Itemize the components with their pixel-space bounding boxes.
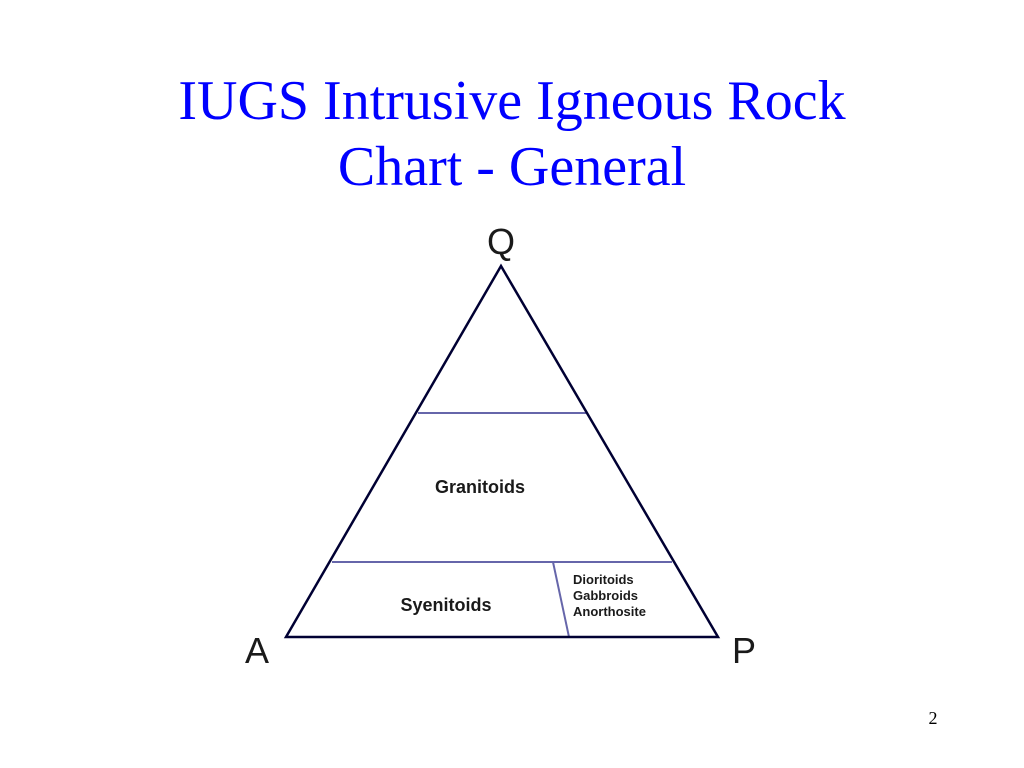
field-label-gabbroids: Gabbroids xyxy=(573,588,638,603)
title-line-1: IUGS Intrusive Igneous Rock xyxy=(178,70,846,132)
vertex-label-p: P xyxy=(732,630,756,671)
syenitoid-dioritoid-boundary xyxy=(552,561,570,638)
field-label-granitoids: Granitoids xyxy=(435,477,525,497)
title-line-2: Chart - General xyxy=(337,136,687,198)
triangle-outline xyxy=(283,263,721,639)
vertex-label-q: Q xyxy=(487,221,515,262)
slide-title: IUGS Intrusive Igneous Rock Chart - Gene… xyxy=(0,68,1024,200)
field-label-dioritoids: Dioritoids xyxy=(573,572,634,587)
field-label-anorthosite: Anorthosite xyxy=(573,604,646,619)
field-label-syenitoids: Syenitoids xyxy=(400,595,491,615)
vertex-label-a: A xyxy=(245,630,269,671)
page-number: 2 xyxy=(928,708,938,728)
